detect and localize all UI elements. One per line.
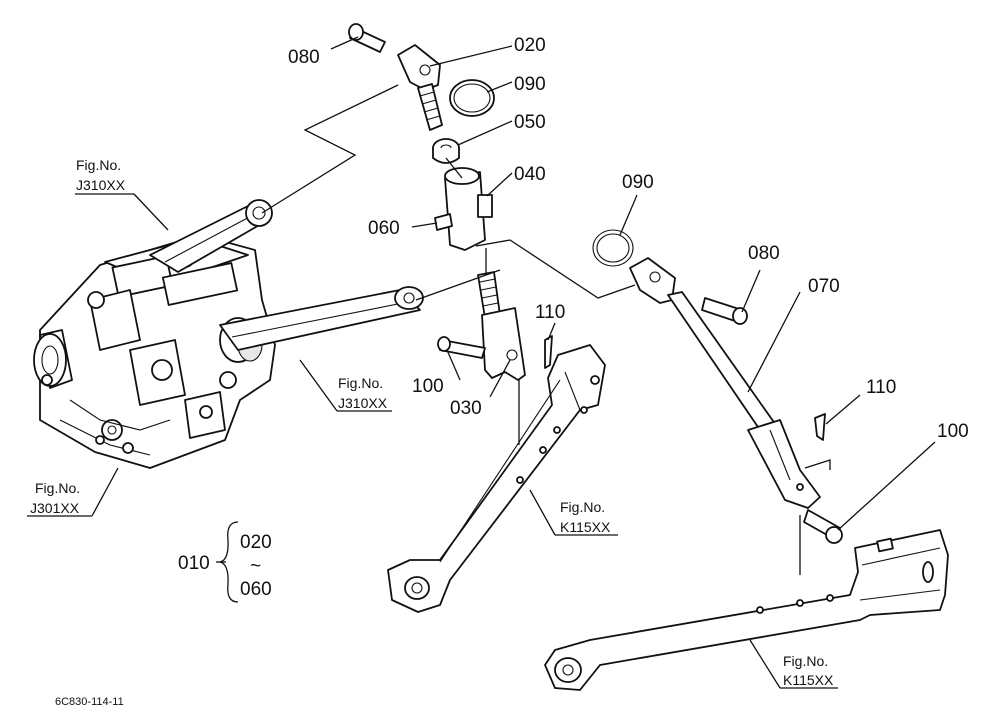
assembly-to: 060 bbox=[240, 579, 272, 600]
fig-ref-4-caption: Fig.No. bbox=[560, 499, 605, 515]
label-060: 060 bbox=[368, 218, 400, 239]
fig-ref-3-code: J301XX bbox=[30, 500, 80, 516]
fig-ref-5-code: K115XX bbox=[783, 672, 834, 688]
diagram-code: 6C830-114-11 bbox=[55, 696, 124, 708]
label-100-left: 100 bbox=[412, 376, 444, 397]
fig-ref-2-code: J310XX bbox=[338, 395, 388, 411]
fig-ref-1-code: J310XX bbox=[76, 177, 126, 193]
left-lower-link-drawing bbox=[387, 344, 606, 613]
assembly-from: 020 bbox=[240, 532, 272, 553]
label-110-left: 110 bbox=[535, 302, 565, 323]
part-labels: 080 020 090 050 040 060 110 100 030 090 … bbox=[288, 35, 969, 442]
fig-ref-5-caption: Fig.No. bbox=[783, 653, 828, 669]
assembly-group: 010 020 ~ 060 bbox=[178, 532, 272, 600]
label-080-right: 080 bbox=[748, 243, 780, 264]
fig-ref-1-caption: Fig.No. bbox=[76, 157, 121, 173]
label-110-right: 110 bbox=[866, 377, 896, 398]
label-050: 050 bbox=[514, 112, 546, 133]
label-080-top: 080 bbox=[288, 47, 320, 68]
right-lower-link-drawing bbox=[544, 529, 949, 691]
label-020: 020 bbox=[514, 35, 546, 56]
lift-rod-assembly-drawing bbox=[348, 23, 553, 381]
assembly-tilde: ~ bbox=[250, 556, 261, 577]
fig-ref-4-code: K115XX bbox=[560, 519, 611, 535]
leader-lines bbox=[27, 36, 936, 689]
side-rod-assembly-drawing bbox=[592, 229, 843, 544]
assembly-id: 010 bbox=[178, 553, 210, 574]
figure-references: Fig.No. J310XX Fig.No. J310XX Fig.No. J3… bbox=[30, 157, 834, 688]
label-100-right: 100 bbox=[937, 421, 969, 442]
label-070: 070 bbox=[808, 276, 840, 297]
label-090-right: 090 bbox=[622, 172, 654, 193]
label-030: 030 bbox=[450, 398, 482, 419]
fig-ref-3-caption: Fig.No. bbox=[35, 480, 80, 496]
fig-ref-2-caption: Fig.No. bbox=[338, 375, 383, 391]
hydraulic-housing-drawing bbox=[33, 199, 424, 469]
label-090-left: 090 bbox=[514, 74, 546, 95]
label-040: 040 bbox=[514, 164, 546, 185]
